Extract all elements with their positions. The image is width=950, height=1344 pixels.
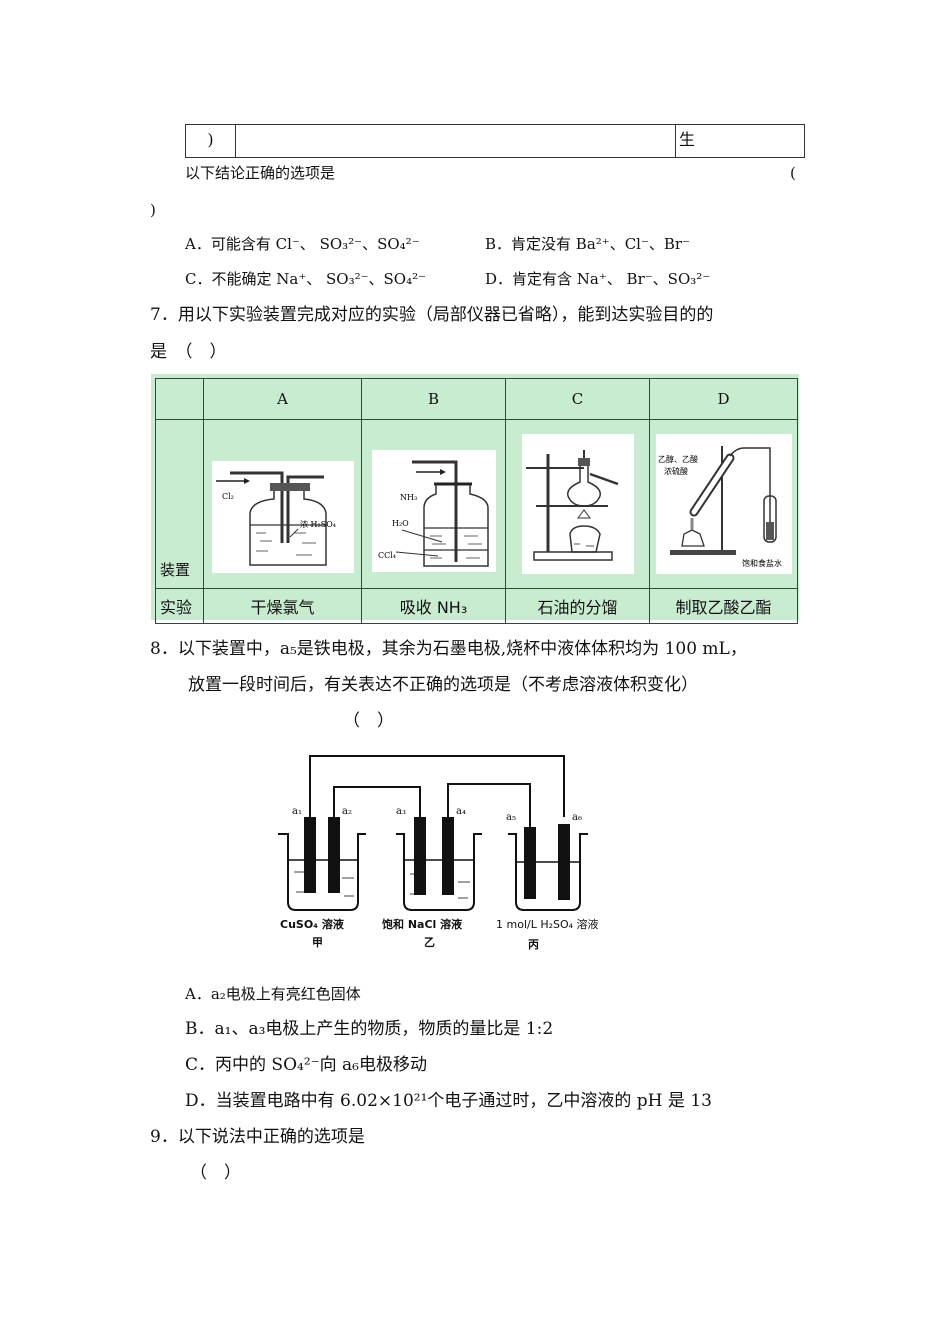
electrode-label-a5: a₅ (506, 812, 516, 823)
header-cell-d: D (649, 378, 798, 420)
option-text: 肯定没有 Ba²⁺、Cl⁻、Br⁻ (511, 235, 690, 253)
header-cell-a: A (203, 378, 362, 420)
q6-option-d[interactable]: D．肯定有含 Na⁺、 Br⁻、SO₃²⁻ (485, 269, 710, 289)
option-letter: B． (485, 235, 512, 253)
option-text: 丙中的 SO₄²⁻向 a₆电极移动 (215, 1055, 427, 1075)
q6-stem: 以下结论正确的选项是 (185, 164, 336, 182)
previous-question-table: ) 生 (185, 124, 805, 158)
option-letter: D． (485, 270, 513, 288)
header-cell-c: C (505, 378, 650, 420)
q8-option-a[interactable]: A．a₂电极上有亮红色固体 (185, 984, 361, 1004)
q8-option-d[interactable]: D．当装置电路中有 6.02×10²¹个电子通过时，乙中溶液的 pH 是 13 (185, 1090, 712, 1112)
q9-stem: 9．以下说法中正确的选项是 (150, 1127, 365, 1147)
label-ccl4: CCl₄ (378, 551, 396, 560)
beaker-name-1: 甲 (312, 936, 323, 949)
experiment-a: 干燥氯气 (203, 588, 362, 624)
label-saturated-brine: 饱和食盐水 (742, 558, 782, 568)
header-cell (155, 378, 204, 420)
label-cl2: Cl₂ (222, 492, 234, 501)
q8-option-b[interactable]: B．a₁、a₃电极上产生的物质，物质的量比是 1:2 (185, 1018, 553, 1040)
beaker-solution-2: 饱和 NaCl 溶液 (382, 917, 463, 931)
option-letter: B． (185, 1019, 215, 1039)
label-h2so4: 浓 H₂SO₄ (300, 520, 336, 529)
q8-option-c[interactable]: C．丙中的 SO₄²⁻向 a₆电极移动 (185, 1054, 427, 1076)
apparatus-figure-d: 乙醇、乙酸 浓硫酸 饱和食盐水 (649, 419, 798, 589)
electrode-label-a3: a₃ (396, 806, 406, 817)
q9-answer-paren: （ ） (190, 1163, 241, 1183)
label-ethanol-acetic-acid: 乙醇、乙酸 (658, 454, 698, 464)
q8-stem-line1: 8．以下装置中，a₅是铁电极，其余为石墨电极,烧杯中液体体积均为 100 mL， (150, 639, 747, 659)
q6-option-a[interactable]: A．可能含有 Cl⁻、 SO₃²⁻、SO₄²⁻ (185, 234, 420, 254)
electrode-label-a1: a₁ (292, 806, 302, 817)
label-h2o: H₂O (392, 519, 409, 528)
option-letter: D． (185, 1091, 216, 1111)
apparatus-figure-a: Cl₂ 浓 H₂SO₄ (203, 419, 362, 589)
q6-answer-paren-close: ) (150, 201, 156, 219)
table-cell: 生 (679, 130, 696, 149)
label-nh3: NH₃ (400, 493, 417, 502)
q7-stem-line2: 是 （ ） (150, 342, 227, 362)
nh3-absorption-diagram: NH₃ H₂O CCl₄ (371, 450, 496, 572)
apparatus-figure-b: NH₃ H₂O CCl₄ (361, 419, 506, 589)
label-conc-sulfuric: 浓硫酸 (664, 466, 688, 476)
experiment-d: 制取乙酸乙酯 (649, 588, 798, 624)
apparatus-figure-c (505, 419, 650, 589)
table-cell: ) (186, 125, 236, 157)
gas-washing-bottle-diagram: Cl₂ 浓 H₂SO₄ (211, 461, 354, 573)
experiment-c: 石油的分馏 (505, 588, 650, 624)
option-text: 肯定有含 Na⁺、 Br⁻、SO₃²⁻ (512, 270, 711, 288)
electrode-label-a6: a₆ (572, 812, 582, 823)
q8-answer-paren: （ ） (343, 711, 394, 731)
option-letter: A． (185, 985, 211, 1003)
option-text: 当装置电路中有 6.02×10²¹个电子通过时，乙中溶液的 pH 是 13 (215, 1091, 712, 1111)
electrode-label-a2: a₂ (342, 806, 352, 817)
beaker-solution-1: CuSO₄ 溶液 (280, 917, 345, 931)
experiment-row: 实验 干燥氯气 吸收 NH₃ 石油的分馏 制取乙酸乙酯 (155, 588, 798, 624)
beaker-solution-3: 1 mol/L H₂SO₄ 溶液 (496, 917, 599, 931)
beaker-name-2: 乙 (424, 936, 435, 949)
option-text: 可能含有 Cl⁻、 SO₃²⁻、SO₄²⁻ (210, 235, 420, 253)
option-text: 不能确定 Na⁺、 SO₃²⁻、SO₄²⁻ (211, 270, 427, 288)
q8-stem-line2: 放置一段时间后，有关表达不正确的选项是（不考虑溶液体积变化） (188, 675, 698, 695)
row-label-apparatus: 装置 (155, 419, 204, 589)
q6-option-b[interactable]: B．肯定没有 Ba²⁺、Cl⁻、Br⁻ (485, 234, 690, 254)
option-letter: C． (185, 1055, 216, 1075)
ethyl-acetate-diagram: 乙醇、乙酸 浓硫酸 饱和食盐水 (655, 434, 792, 574)
option-text: a₂电极上有亮红色固体 (210, 985, 361, 1003)
beaker-name-3: 丙 (528, 938, 539, 951)
option-text: a₁、a₃电极上产生的物质，物质的量比是 1:2 (214, 1019, 554, 1039)
row-label-experiment: 实验 (155, 588, 204, 624)
q7-stem-line1: 7．用以下实验装置完成对应的实验（局部仪器已省略），能到达实验目的的 (150, 305, 714, 325)
apparatus-row: 装置 Cl₂ 浓 (155, 419, 798, 589)
option-letter: C． (185, 270, 212, 288)
electrode-label-a4: a₄ (456, 806, 466, 817)
experiment-b: 吸收 NH₃ (361, 588, 506, 624)
distillation-diagram (521, 434, 634, 574)
experiment-table: A B C D 装置 (151, 374, 799, 624)
header-cell-b: B (361, 378, 506, 420)
option-letter: A． (185, 235, 211, 253)
electrolysis-circuit-diagram: a₁ a₂ a₃ a₄ a₅ a₆ CuSO₄ 溶液 甲 饱和 NaCl 溶液 … (272, 742, 642, 957)
q6-answer-paren-open: ( (790, 164, 796, 182)
table-cell (236, 125, 676, 157)
table-header-row: A B C D (155, 378, 798, 420)
q6-option-c[interactable]: C．不能确定 Na⁺、 SO₃²⁻、SO₄²⁻ (185, 269, 426, 289)
